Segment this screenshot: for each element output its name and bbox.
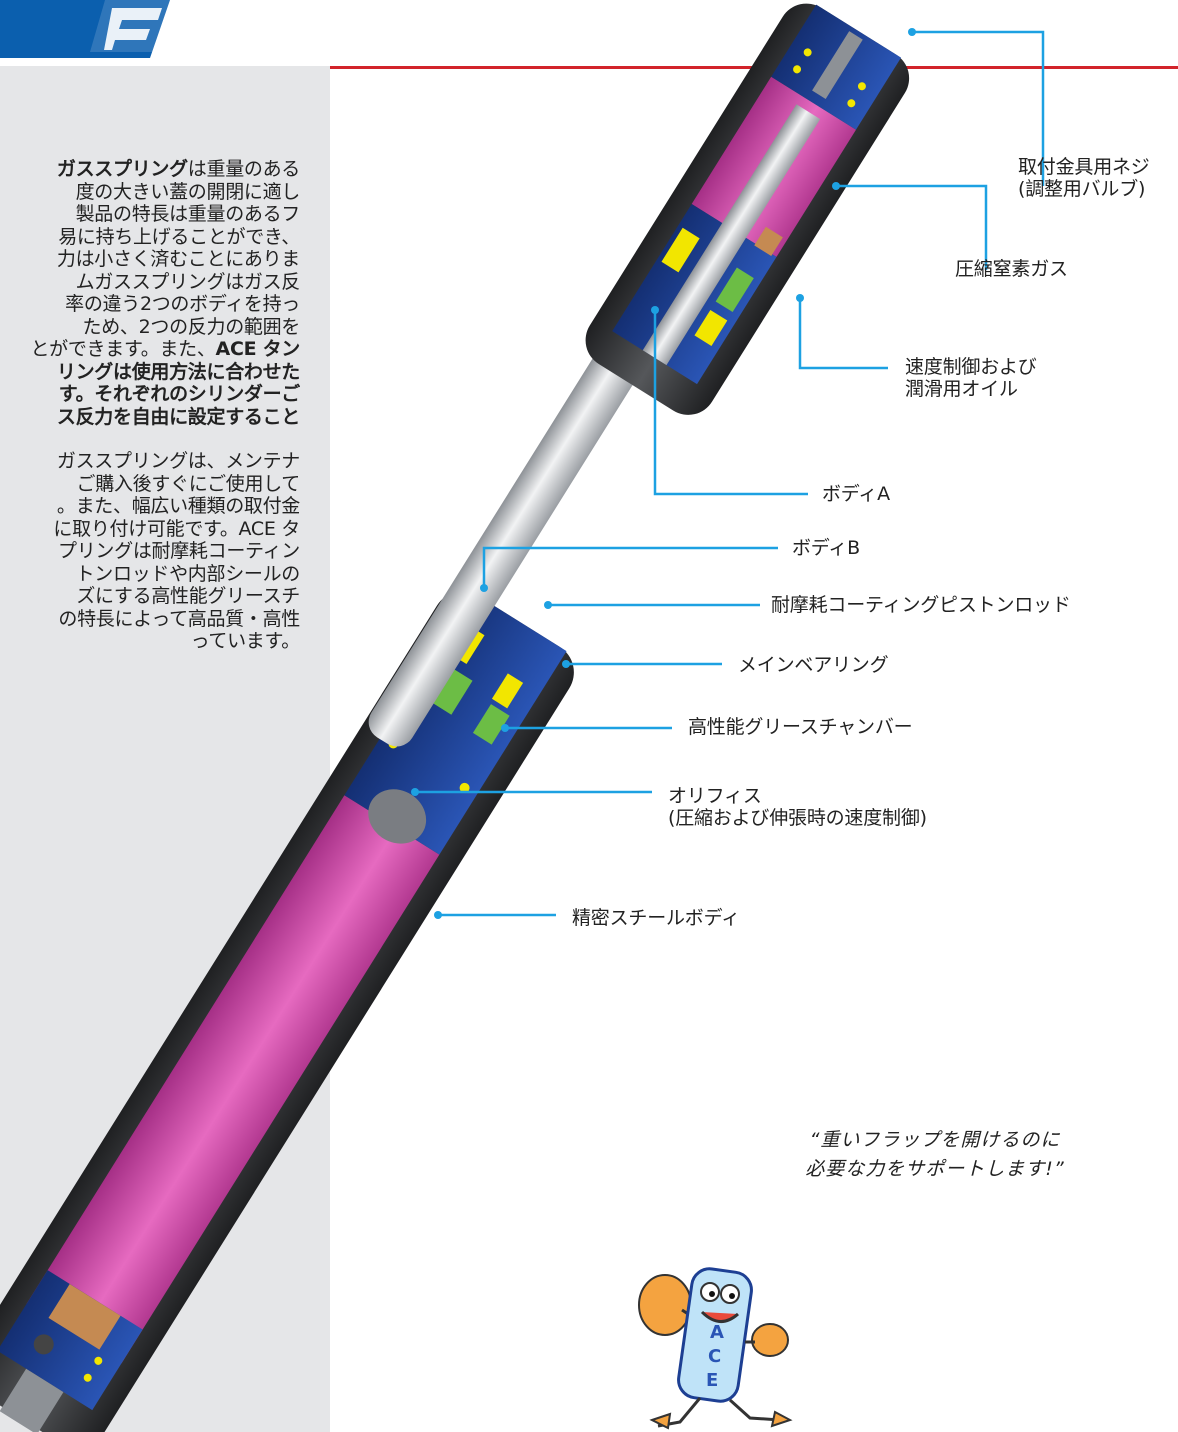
description-paragraph-2: ガススプリングは、メンテナご購入後すぐにご使用して。また、幅広い種類の取付金に取… — [0, 450, 300, 653]
description-paragraph-1: ガススプリングは重量のある度の大きい蓋の開閉に適し製品の特長は重量のあるフ易に持… — [0, 158, 300, 428]
description-line: ズにする高性能グリースチ — [76, 585, 300, 607]
leader-valve — [912, 30, 1045, 186]
mascot-letter-c: C — [708, 1346, 721, 1367]
leader-tip-grease — [501, 724, 509, 732]
description-line: ムガススプリングはガス反 — [75, 270, 300, 293]
callout-gas: 圧縮窒素ガス — [955, 258, 1068, 280]
description-line: っています。 — [190, 630, 300, 652]
callout-rod: 耐摩耗コーティングピストンロッド — [771, 594, 1071, 616]
callout-valve: 取付金具用ネジ (調整用バルブ) — [1018, 156, 1150, 200]
description-line: ガススプリングは重量のある — [56, 158, 300, 180]
description-text: ガススプリングは重量のある度の大きい蓋の開閉に適し製品の特長は重量のあるフ易に持… — [0, 158, 300, 653]
leader-tip-orifice — [411, 788, 419, 796]
description-line: ため、2つの反力の範囲を — [82, 315, 301, 338]
mascot-quote: “重いフラップを開けるのに 必要な力をサポートします!” — [805, 1129, 1065, 1180]
description-line: とができます。また、ACE タン — [30, 338, 300, 360]
body-b-tube — [0, 591, 574, 1432]
body-a-tube — [585, 3, 910, 415]
piston-rod — [368, 259, 693, 747]
description-line: ガススプリングは、メンテナ — [56, 450, 300, 472]
description-line: トンロッドや内部シールの — [75, 562, 300, 585]
mascot-letter-a: A — [710, 1322, 724, 1343]
leader-body-a — [653, 310, 808, 496]
description-line: 製品の特長は重量のあるフ — [75, 203, 300, 225]
ace-logo — [0, 0, 170, 58]
leader-tip-valve — [908, 28, 916, 36]
leader-tip-oil — [796, 294, 804, 302]
leader-tip-body-a — [651, 306, 659, 314]
description-line: 度の大きい蓋の開閉に適し — [75, 180, 300, 203]
description-line: 易に持ち上げることができ、 — [58, 225, 300, 248]
callout-body-a: ボディA — [822, 483, 890, 505]
leader-tip-rod — [544, 601, 552, 609]
description-line: ご購入後すぐにご使用して — [76, 472, 300, 495]
description-line: ス反力を自由に設定すること — [56, 405, 300, 428]
description-line: 力は小さく済むことにありま — [56, 248, 300, 270]
description-line: プリングは耐摩耗コーティン — [58, 540, 300, 562]
description-line: す。それぞれのシリンダーご — [58, 383, 300, 405]
mascot-letter-e: E — [706, 1370, 718, 1391]
description-line: に取り付け可能です。ACE タ — [53, 517, 300, 540]
leader-lines — [411, 28, 1045, 919]
description-line: 率の違う2つのボディを持っ — [65, 293, 300, 315]
leader-body-b — [482, 546, 778, 588]
description-panel: ガススプリングは重量のある度の大きい蓋の開閉に適し製品の特長は重量のあるフ易に持… — [0, 66, 330, 1432]
callout-body-b: ボディB — [792, 537, 860, 559]
ace-mascot: A C E — [638, 1267, 793, 1430]
leader-tip-steel — [434, 911, 442, 919]
callout-grease: 高性能グリースチャンバー — [688, 716, 913, 738]
leader-tip-gas — [832, 182, 840, 190]
callout-bearing: メインベアリング — [738, 654, 889, 676]
leader-tip-body-b — [480, 584, 488, 592]
description-line: の特長によって高品質・高性 — [58, 607, 300, 630]
description-line: リングは使用方法に合わせた — [56, 360, 300, 383]
callout-oil: 速度制御および 潤滑用オイル — [905, 356, 1037, 400]
leader-tip-bearing — [562, 660, 570, 668]
callout-steel: 精密スチールボディ — [572, 907, 740, 929]
leader-gas — [836, 184, 988, 270]
callout-orifice: オリフィス (圧縮および伸張時の速度制御) — [668, 785, 927, 829]
description-line: 。また、幅広い種類の取付金 — [56, 495, 300, 517]
leader-oil — [798, 298, 888, 370]
